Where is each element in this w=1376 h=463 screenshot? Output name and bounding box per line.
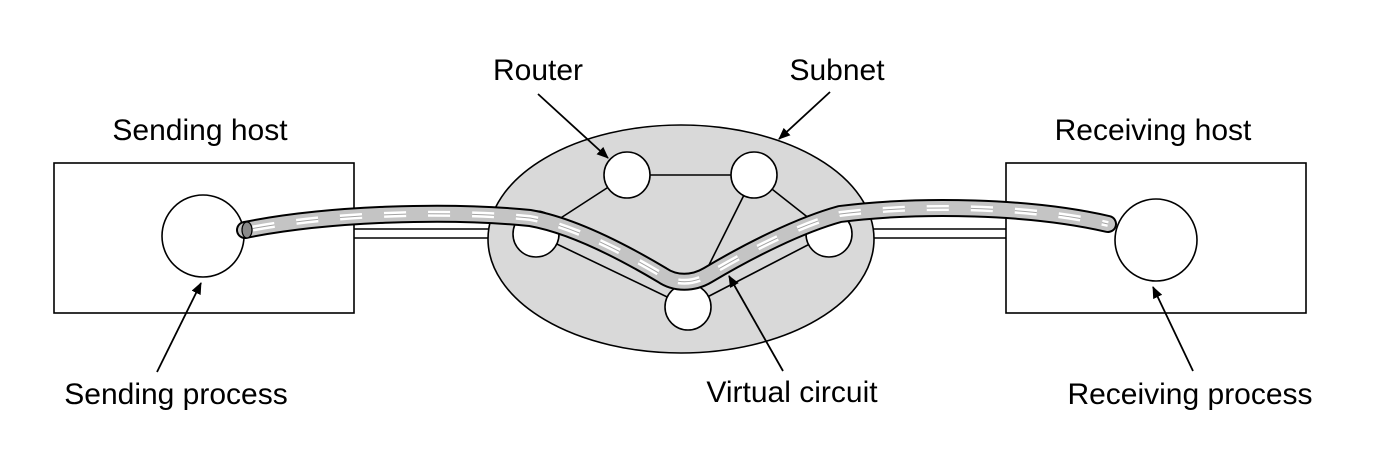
router-arrow	[537, 93, 609, 159]
virtual-circuit-tube	[236, 199, 1117, 291]
routers	[512, 151, 853, 331]
sending-process-circle	[161, 194, 245, 278]
receiving-process-arrow	[1152, 286, 1194, 372]
subnet-ellipse	[487, 124, 875, 354]
virtual-circuit-arrow	[728, 275, 784, 372]
host-subnet-links	[354, 228, 1006, 239]
receiving-host-label: Receiving host	[1055, 114, 1252, 147]
sending-process-arrow	[156, 282, 202, 373]
sending-host-label: Sending host	[112, 114, 288, 147]
receiving-process-label: Receiving process	[1067, 378, 1312, 411]
sending-process-label: Sending process	[64, 378, 287, 411]
router-label: Router	[493, 54, 583, 87]
receiving-process-circle	[1114, 198, 1198, 282]
pointer-arrows	[156, 91, 1194, 373]
router-node	[664, 283, 712, 331]
subnet-label: Subnet	[789, 54, 885, 87]
virtual-circuit-label: Virtual circuit	[706, 376, 878, 409]
router-node	[603, 151, 651, 199]
tube-end-cap	[241, 221, 253, 239]
router-node	[730, 151, 778, 199]
subnet-arrow	[778, 91, 831, 140]
